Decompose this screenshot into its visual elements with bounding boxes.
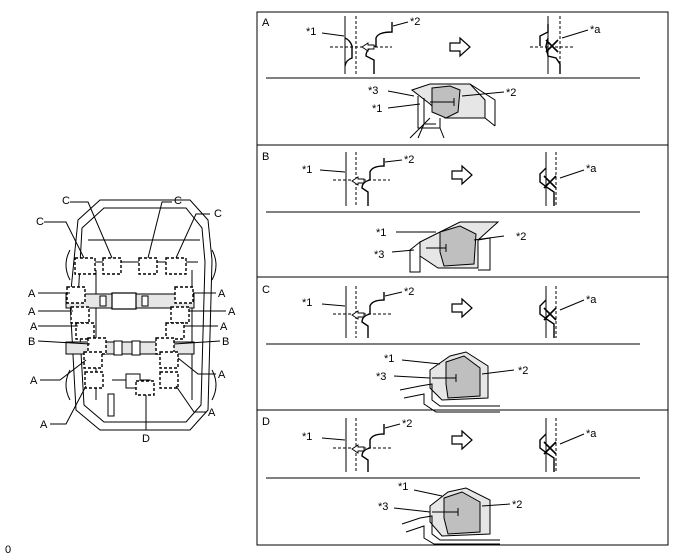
corner-mark: 0 — [5, 544, 11, 556]
panel-b: B *1 *2 *a *1 *3 *2 — [262, 151, 597, 273]
callout-a-left-3: A — [30, 321, 38, 333]
callout-a-right-1: A — [218, 288, 226, 300]
panel-a-top-label2: *2 — [410, 16, 420, 28]
panel-b-bottom-label3: *3 — [374, 249, 384, 261]
callout-a-right-2: A — [228, 306, 236, 318]
panel-c-bottom-label3: *3 — [376, 371, 386, 383]
panel-d-top-label2: *2 — [402, 418, 412, 430]
callout-a-left-4: A — [30, 375, 38, 387]
panels-frame — [256, 11, 669, 546]
panel-c: C *1 *2 *a *1 *3 *2 — [262, 284, 597, 413]
panel-d-bottom-label1: *1 — [398, 481, 408, 493]
panel-b-bottom-label1: *1 — [376, 227, 386, 239]
callout-a-right-4: A — [218, 369, 226, 381]
panel-c-bottom-label1: *1 — [384, 353, 394, 365]
panel-d-top-label1: *1 — [302, 431, 312, 443]
panel-c-top-labela: *a — [586, 294, 597, 306]
panel-a-bottom-label1: *1 — [372, 103, 382, 115]
callout-a-left-1: A — [28, 288, 36, 300]
vehicle-inner-outline — [77, 207, 206, 423]
panel-b-bottom-label2: *2 — [516, 231, 526, 243]
callout-c-2: C — [62, 195, 70, 207]
panel-d-letter: D — [262, 416, 270, 428]
callout-a-left-5: A — [40, 419, 48, 431]
callout-leaders — [37, 201, 226, 430]
panel-d-top-labela: *a — [586, 428, 597, 440]
vehicle-overview: C C C C A A A B A A A A A B A A D — [28, 195, 236, 445]
callout-c-3: C — [174, 195, 182, 207]
panel-b-top-label1: *1 — [302, 164, 312, 176]
callout-b-right: B — [222, 336, 229, 348]
callout-a-left-2: A — [28, 306, 36, 318]
callout-a-right-3: A — [220, 321, 228, 333]
weld-location-boxes — [66, 257, 194, 396]
panel-d: D *1 *2 *a *1 *3 *2 — [262, 416, 597, 545]
panel-c-letter: C — [262, 284, 270, 296]
panel-a-top-label1: *1 — [306, 26, 316, 38]
panel-c-top-label1: *1 — [302, 297, 312, 309]
panel-d-bottom-label2: *2 — [512, 499, 522, 511]
panel-c-top-label2: *2 — [404, 286, 414, 298]
vehicle-outline — [69, 199, 213, 431]
panel-b-top-labela: *a — [586, 163, 597, 175]
callout-c-4: C — [214, 208, 222, 220]
callout-d-bottom: D — [142, 433, 150, 445]
panel-b-top-label2: *2 — [404, 154, 414, 166]
callout-b-left: B — [28, 336, 35, 348]
panel-a: A *1 *2 *a *3 *1 *2 — [262, 16, 601, 139]
panel-a-bottom-label2: *2 — [506, 87, 516, 99]
panel-b-letter: B — [262, 151, 269, 163]
callout-a-right-5: A — [208, 407, 216, 419]
panel-c-bottom-label2: *2 — [518, 365, 528, 377]
panel-a-letter: A — [262, 17, 270, 29]
panel-d-bottom-label3: *3 — [378, 501, 388, 513]
callout-c-1: C — [36, 216, 44, 228]
panel-a-top-labela: *a — [590, 24, 601, 36]
detail-panels — [256, 11, 669, 546]
panel-a-bottom-label3: *3 — [368, 85, 378, 97]
